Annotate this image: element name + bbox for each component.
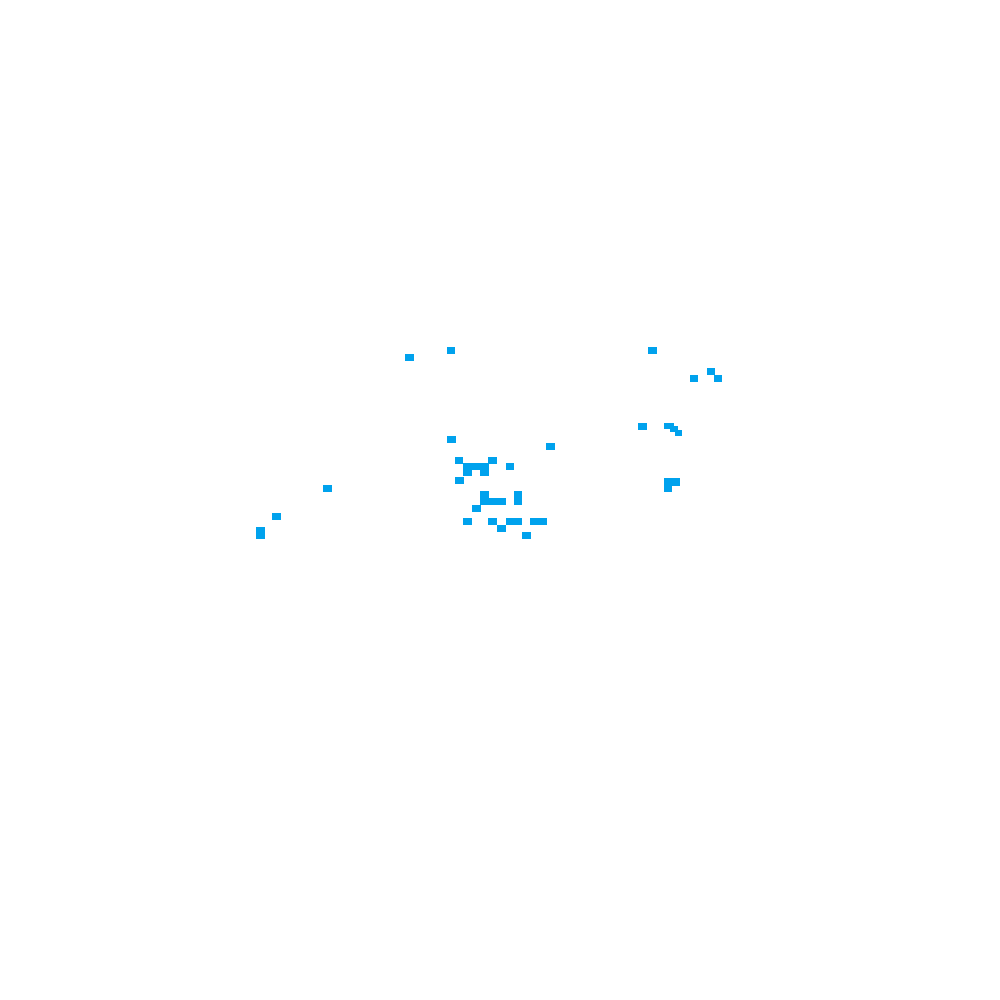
pixel-dot bbox=[447, 347, 455, 354]
pixel-dot bbox=[514, 498, 522, 505]
pixel-dot bbox=[664, 486, 672, 492]
pixel-dot bbox=[480, 469, 489, 476]
pixel-dot bbox=[405, 354, 414, 361]
pixel-dot bbox=[488, 457, 497, 464]
pixel-dot bbox=[707, 368, 715, 375]
pixel-dot bbox=[664, 423, 674, 429]
pixel-dot bbox=[664, 478, 680, 486]
pixel-dot bbox=[546, 443, 555, 450]
pixel-dot bbox=[272, 513, 281, 520]
pixel-dot bbox=[455, 457, 463, 464]
pixel-dot bbox=[455, 477, 464, 484]
pixel-dot bbox=[447, 436, 456, 443]
pixel-dot bbox=[480, 498, 506, 505]
pixel-dot bbox=[514, 491, 522, 498]
pixel-dot bbox=[463, 469, 472, 476]
pixel-dot bbox=[480, 491, 489, 498]
pixel-dot bbox=[670, 426, 678, 432]
pixel-dot bbox=[463, 518, 472, 525]
pixel-dot bbox=[463, 463, 489, 470]
pixel-dot bbox=[648, 347, 657, 354]
pixel-dot bbox=[530, 518, 547, 525]
pixel-dot bbox=[638, 423, 647, 430]
pixel-dot bbox=[522, 532, 531, 539]
pixel-dot bbox=[256, 527, 265, 539]
pixel-dot bbox=[506, 518, 522, 525]
pixel-dot bbox=[323, 485, 332, 492]
pixel-dot bbox=[675, 430, 682, 436]
pixel-dot bbox=[472, 505, 481, 512]
pixel-dot bbox=[690, 375, 698, 382]
pixel-dot bbox=[488, 518, 497, 525]
pixel-dot bbox=[506, 463, 514, 470]
pixel-dot bbox=[497, 525, 506, 532]
pixel-dot bbox=[714, 375, 722, 382]
